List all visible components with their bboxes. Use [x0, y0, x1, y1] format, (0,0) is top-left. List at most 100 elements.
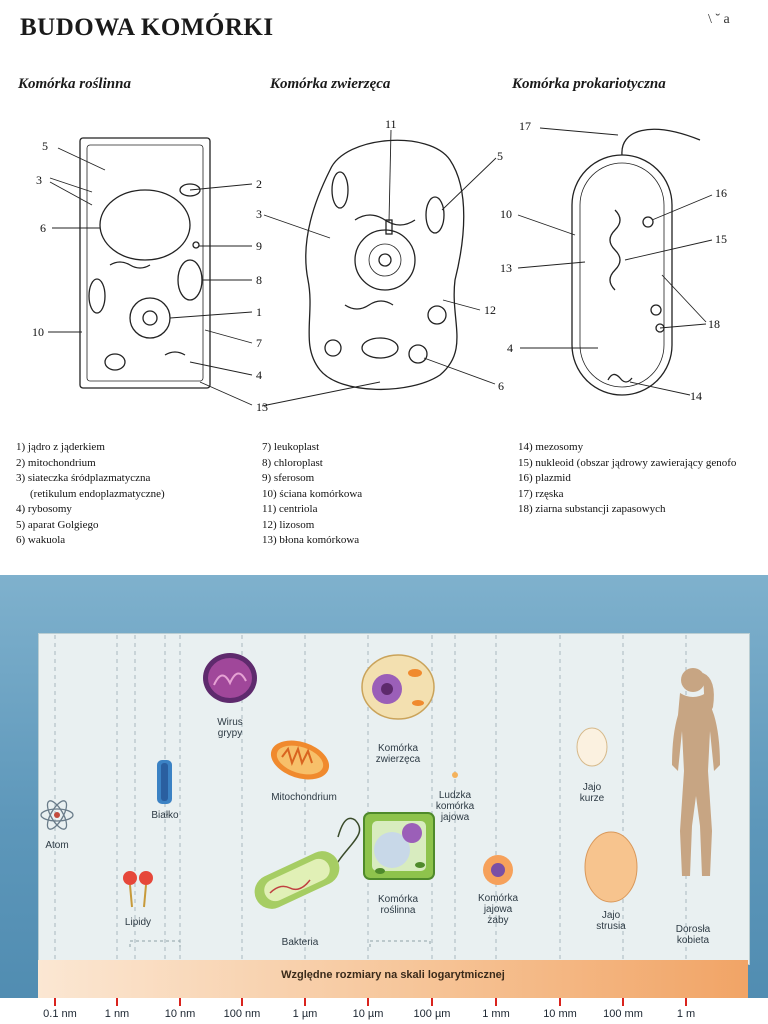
prokaryote-callout: 15	[715, 232, 727, 246]
prokaryote-nucleoid	[609, 209, 621, 291]
human-egg-icon	[452, 772, 458, 778]
legend-item: 2) mitochondrium	[16, 456, 96, 469]
animal-mitochondrion-3	[361, 337, 399, 359]
legend-item: 1) jądro z jąderkiem	[16, 441, 105, 453]
plant-cell-title: Komórka roślinna	[18, 76, 131, 92]
legend-item: 17) rzęska	[518, 487, 564, 500]
prokaryote-granule	[650, 304, 662, 316]
legend-item: 8) chloroplast	[262, 456, 323, 469]
virus-icon	[203, 653, 257, 703]
plant-golgi	[164, 351, 186, 356]
legend-item: 4) rybosomy	[16, 503, 72, 515]
legend-item: 6) wakuola	[16, 534, 66, 546]
tick-label: 1 m	[676, 1008, 696, 1020]
label-bacterium: Bakteria	[281, 937, 319, 948]
label-atom: Atom	[45, 840, 69, 851]
plant-er	[109, 261, 151, 269]
prokaryotic-cell-drawing	[571, 128, 701, 396]
animal-nucleus-inner	[368, 243, 402, 277]
animal-cell-drawing	[305, 139, 465, 391]
legend-item: 15) nukleoid (obszar jądrowy zawierający…	[518, 456, 737, 469]
animal-callout: 6	[498, 379, 504, 393]
prokaryote-leader-lines	[517, 127, 713, 396]
tick-label: 1 µm	[292, 1008, 318, 1020]
legend-item: 18) ziarna substancji zapasowych	[518, 503, 666, 515]
animal-mitochondrion-2	[425, 196, 445, 234]
relative-size-scale-slide: Atom Lipidy Białko Wirus grypy Mitochond…	[0, 575, 768, 1024]
plant-callout: 7	[256, 336, 262, 350]
plant-chloroplast-2	[88, 278, 106, 314]
animal-cell-membrane	[305, 139, 465, 391]
plant-callout: 2	[256, 177, 262, 191]
prokaryote-plasmid	[642, 216, 654, 228]
animal-vesicle-2	[427, 305, 447, 325]
plant-callout-numbers: 5 3 6 10 2 9 8 1 7 4 13	[32, 139, 268, 414]
tick-label: 1 nm	[104, 1008, 130, 1020]
tick-label: 1 mm	[482, 1008, 510, 1020]
plant-leader-lines	[48, 147, 253, 406]
legend-item: 16) plazmid	[518, 472, 571, 484]
legend-item: 5) aparat Golgiego	[16, 518, 99, 531]
ostrich-egg-icon	[584, 831, 638, 903]
animal-mitochondrion	[331, 171, 349, 209]
plant-cell-icon	[363, 812, 435, 880]
prokaryote-membrane	[579, 162, 665, 388]
tick-label: 10 mm	[543, 1008, 577, 1020]
legend-item: 7) leukoplast	[262, 441, 320, 453]
plant-callout: 4	[256, 368, 262, 382]
prokaryote-callout: 18	[708, 317, 720, 331]
lipid-icon	[123, 871, 153, 908]
tick-label: 10 nm	[164, 1008, 196, 1020]
animal-nucleus	[354, 229, 416, 291]
prokaryote-callout: 16	[715, 186, 727, 200]
plant-nucleus	[129, 297, 171, 339]
animal-golgi	[344, 300, 394, 310]
legend-item: 12) lizosom	[262, 518, 315, 531]
plant-callout: 1	[256, 305, 262, 319]
label-frog-egg: Komórka jajowa żaby	[477, 893, 519, 926]
tick-label: 10 µm	[352, 1008, 384, 1020]
label-animal-cell: Komórka zwierzęca	[375, 743, 421, 765]
plant-chloroplast	[177, 259, 203, 301]
prokaryote-callout: 17	[519, 119, 531, 133]
legend-item: 13) błona komórkowa	[262, 534, 360, 546]
legend-item: 10) ściana komórkowa	[262, 487, 363, 500]
cell-drawings: 5 3 6 10 2 9 8 1 7 4 13	[32, 117, 727, 414]
plant-spherosome	[192, 241, 200, 249]
plant-leukoplast	[104, 353, 126, 371]
label-chicken-egg: Jajo kurze	[579, 782, 605, 804]
plant-nucleolus	[142, 310, 158, 326]
log-scale-band: Względne rozmiary na skali logarytmiczne…	[38, 960, 748, 998]
bacterium-icon	[254, 817, 361, 909]
animal-callout: 5	[497, 149, 503, 163]
animal-callout: 12	[484, 303, 496, 317]
prokaryotic-cell-title: Komórka prokariotyczna	[512, 76, 666, 92]
plant-callout: 5	[42, 139, 48, 153]
legend-item: 3) siateczka śródplazmatyczna	[16, 472, 151, 484]
animal-callout: 11	[385, 117, 397, 131]
prokaryote-callout: 13	[500, 261, 512, 275]
scale-ruler: 0.1 nm 1 nm 10 nm 100 nm 1 µm 10 µm 100 …	[0, 998, 768, 1024]
animal-callout-numbers: 11 5 3 12 6	[256, 117, 504, 393]
scale-illustrations	[40, 635, 720, 960]
plant-cell-drawing	[79, 137, 211, 389]
plant-callout: 9	[256, 239, 262, 253]
animal-leader-lines	[261, 129, 497, 407]
ruler-ticks	[54, 998, 687, 1006]
ruler-tick-marks	[54, 998, 687, 1006]
range-brackets	[129, 940, 431, 947]
plant-callout: 6	[40, 221, 46, 235]
woman-silhouette-icon	[672, 668, 720, 876]
label-protein: Białko	[151, 810, 178, 821]
protein-icon	[157, 760, 172, 804]
plant-callout: 10	[32, 325, 44, 339]
plant-callout: 8	[256, 273, 262, 287]
plant-vacuole	[99, 189, 191, 261]
prokaryote-cell-wall	[571, 154, 673, 396]
legend-column-3: 14) mezosomy 15) nukleoid (obszar jądrow…	[518, 440, 736, 518]
tick-label: 100 mm	[603, 1008, 643, 1020]
tick-label: 100 nm	[223, 1008, 261, 1020]
label-flu-virus: Wirus grypy	[217, 717, 243, 739]
chicken-egg-icon	[576, 727, 608, 767]
